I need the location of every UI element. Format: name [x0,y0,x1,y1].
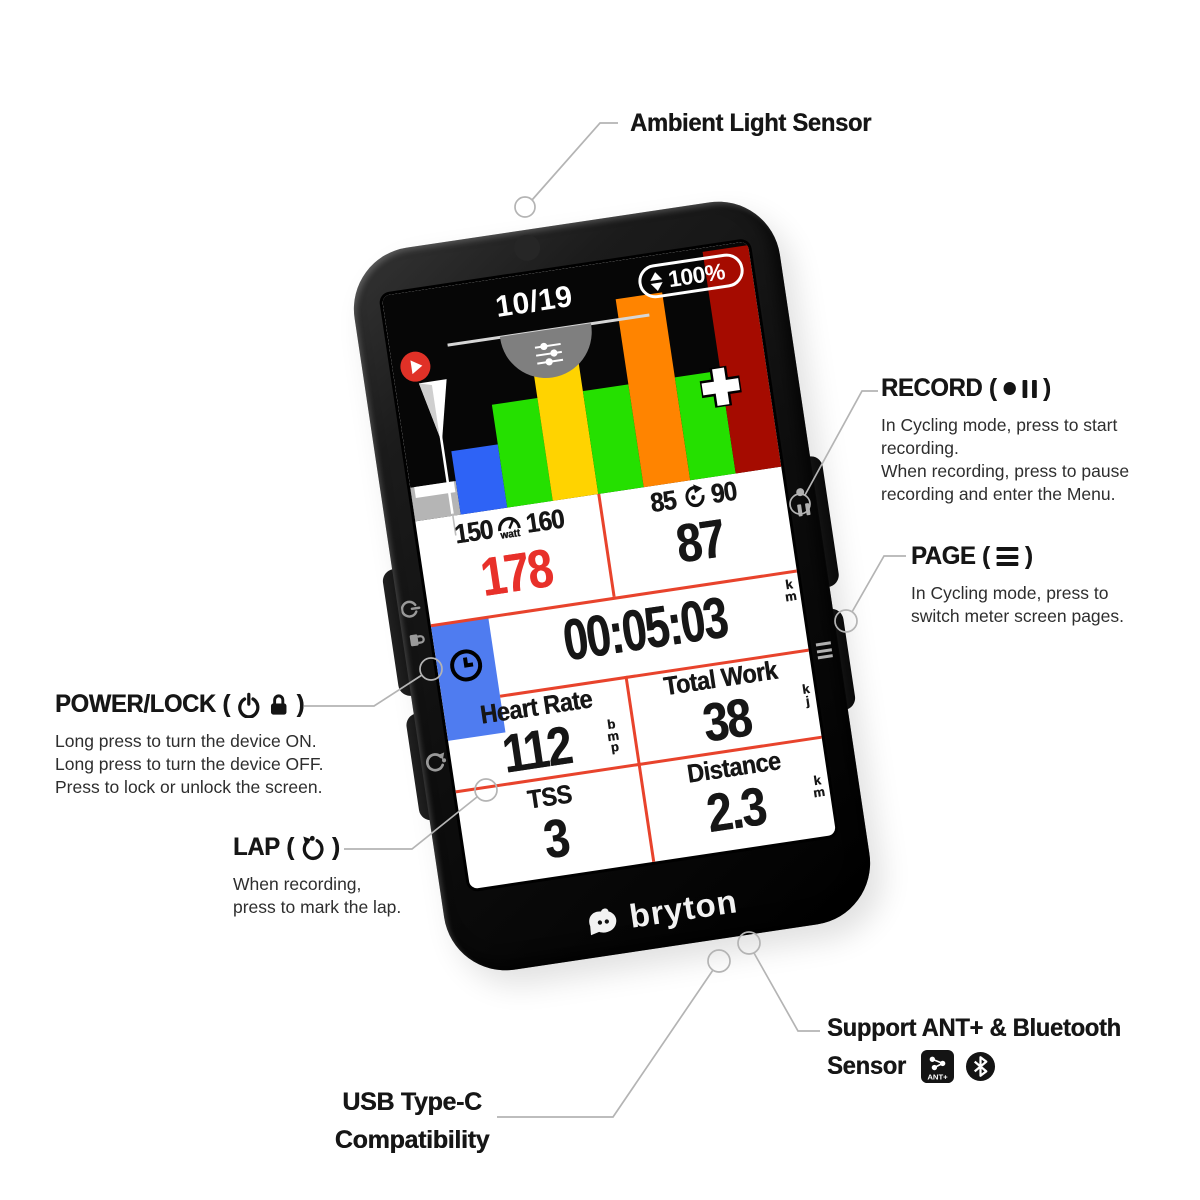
callout-ambient: Ambient Light Sensor [630,109,884,138]
lock-bezel-icon [409,634,425,647]
battery-arrows-icon [649,270,664,292]
page-lines-icon [996,547,1019,566]
power-field: 150 watt 160 178 [416,498,611,613]
brand-logo: bryton [445,862,876,963]
lap-title: LAP [233,833,280,861]
power-min: 150 [452,514,495,550]
ant-plus-icon: ANT+ [920,1050,954,1083]
cadence-icon [684,484,705,508]
device-body: 10/19 [345,193,879,979]
power-icon [238,692,260,718]
svg-text:ANT+: ANT+ [927,1072,948,1081]
callout-lap: LAP ( ) When recording,press to mark the… [233,833,402,917]
record-dot-icon [1003,382,1016,395]
callout-power-lock: POWER/LOCK ( ) Long press to turn the de… [55,690,324,797]
ambient-light-sensor [512,233,542,263]
cadence-max: 90 [708,475,739,510]
battery-percent: 100% [666,257,727,292]
callout-record: RECORD ( ) In Cycling mode, press to sta… [881,374,1130,504]
bike-computer-device: 10/19 [345,193,879,979]
bluetooth-icon [965,1051,995,1082]
ride-time-highlight [430,617,506,741]
brand-name: bryton [626,882,740,935]
page-bezel-icon [815,641,833,660]
zoom-in-plus-icon [699,365,742,408]
power-zone-chart: 10/19 [381,241,782,536]
page-title: PAGE [911,542,976,570]
lap-description: When recording,press to mark the lap. [233,874,402,917]
sensor-title-line2: Sensor [827,1052,906,1080]
bryton-robot-icon [588,908,616,936]
lap-icon [302,835,324,860]
record-dot-bezel-icon [795,487,805,497]
power-bezel-icon [400,600,421,618]
settings-dome [499,323,599,385]
callout-sensor: Support ANT+ & Bluetooth Sensor ANT+ [827,1014,1136,1083]
sensor-title-line1: Support ANT+ & Bluetooth [827,1014,1121,1042]
lap-bezel-icon [426,752,447,772]
clock-icon [450,649,483,682]
power-max: 160 [523,503,566,539]
cadence-field: 85 90 87 [601,469,795,582]
power-lock-title: POWER/LOCK [55,690,216,718]
record-title: RECORD [881,374,983,402]
watt-gauge-icon: watt [495,512,524,541]
device-screen: 10/19 [381,241,837,890]
pause-bars-bezel-icon [797,502,811,517]
pause-bars-icon [1022,379,1037,398]
ambient-title: Ambient Light Sensor [630,109,872,137]
lock-icon [271,694,287,715]
power-lock-description: Long press to turn the device ON.Long pr… [55,731,324,797]
sliders-icon [534,342,564,366]
